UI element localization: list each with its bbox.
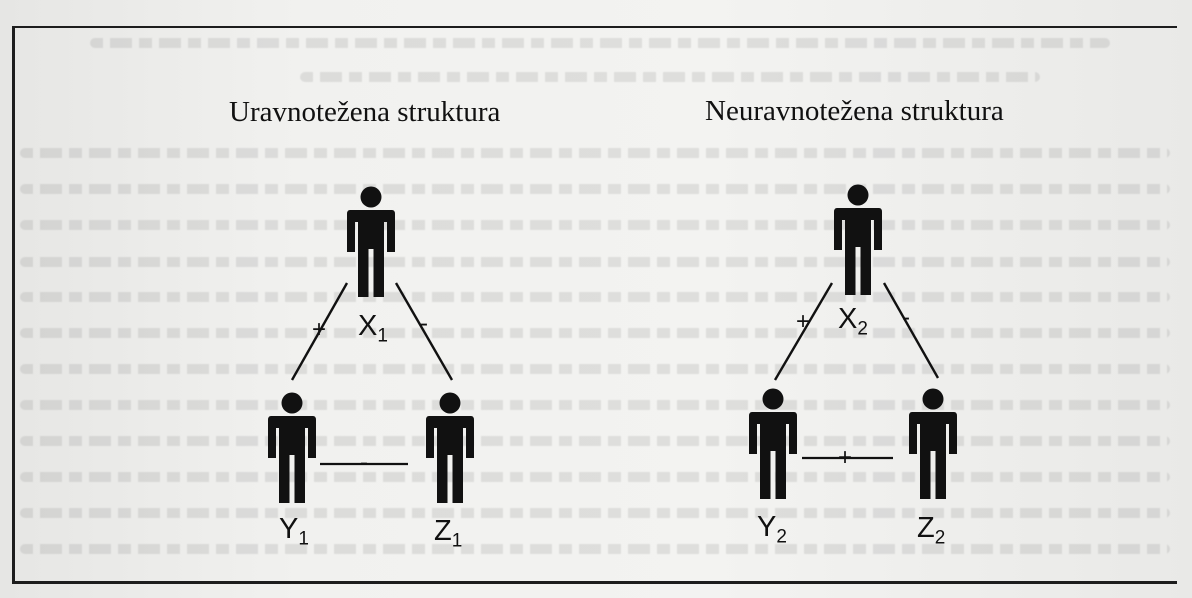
edge-x2-y2	[773, 282, 834, 381]
node-label-x1: X1	[358, 310, 388, 347]
sign-x2-z2: -	[902, 304, 910, 331]
sign-x2-y2: +	[796, 308, 811, 335]
node-label-z2: Z2	[917, 512, 946, 549]
person-x2-icon	[834, 184, 882, 295]
node-label-z1: Z1	[434, 515, 463, 552]
person-z1-icon	[426, 392, 474, 503]
person-y1-icon	[268, 392, 316, 503]
person-z2-icon	[909, 388, 957, 499]
right-panel-figures	[749, 184, 957, 499]
left-panel-title: Uravnotežena struktura	[229, 96, 501, 128]
node-label-x2: X2	[838, 303, 868, 340]
right-panel-title: Neuravnotežena struktura	[705, 95, 1004, 127]
edge-x1-y1	[290, 282, 349, 381]
person-x1-icon	[347, 186, 395, 297]
sign-y1-z1: -	[360, 449, 368, 476]
node-label-y2: Y2	[757, 511, 787, 548]
edge-x1-z1	[394, 282, 454, 381]
sign-x1-y1: +	[312, 316, 327, 343]
person-y2-icon	[749, 388, 797, 499]
node-label-y1: Y1	[279, 513, 309, 550]
figure-frame	[12, 26, 1177, 584]
sign-x1-z1: -	[420, 310, 428, 337]
left-panel-figures	[268, 186, 474, 503]
edge-x2-z2	[882, 282, 940, 379]
sign-y2-z2: +	[838, 444, 853, 471]
